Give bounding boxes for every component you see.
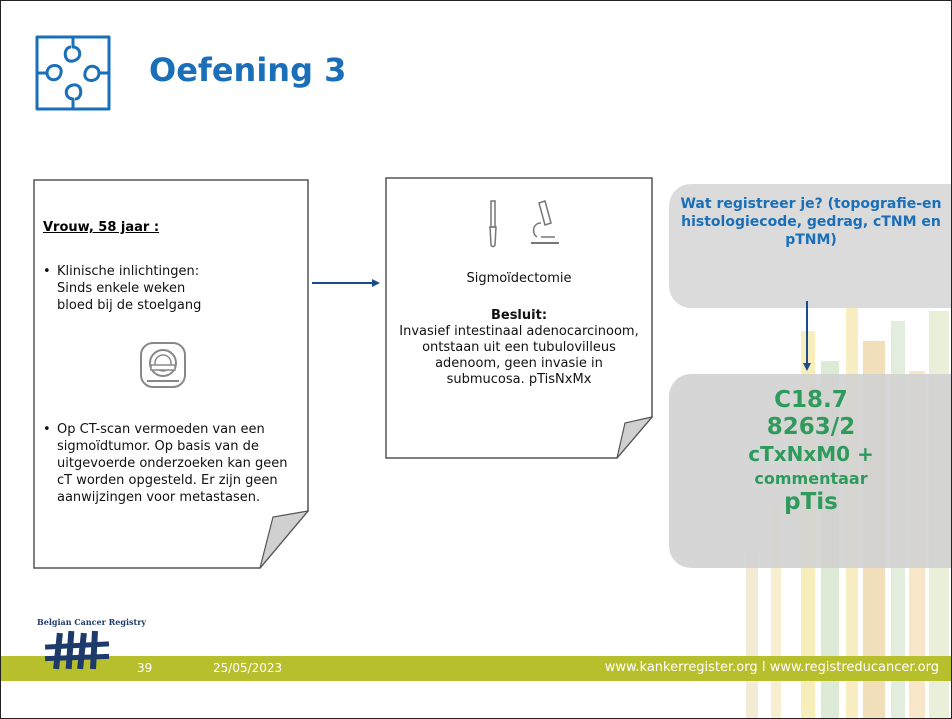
answer-text: C18.7 8263/2 cTxNxM0 + commentaar pTis — [677, 387, 945, 516]
case-title: Vrouw, 58 jaar : — [43, 220, 160, 235]
topography-code: C18.7 — [774, 387, 848, 413]
page-title: Oefening 3 — [149, 51, 347, 89]
question-box — [669, 184, 951, 308]
answer-box — [669, 374, 951, 568]
ct-scanner-icon — [140, 342, 186, 388]
pathology-card — [385, 177, 653, 459]
footer-links: www.kankerregister.org I www.registreduc… — [604, 660, 939, 675]
scalpel-icon — [489, 200, 497, 248]
clinical-info-bullet: •Klinische inlichtingen: Sinds enkele we… — [43, 264, 202, 313]
histology-code: 8263/2 — [766, 414, 856, 440]
registry-logo-icon — [44, 630, 110, 670]
slide-date: 25/05/2023 — [213, 661, 283, 675]
ct-scan-bullet: •Op CT-scan vermoeden van een sigmoïdtum… — [43, 422, 288, 505]
logo-text: Belgian Cancer Registry — [37, 617, 147, 627]
arrow-right-icon — [312, 279, 380, 287]
arrow-down-icon — [803, 301, 811, 371]
footer-band — [1, 656, 951, 681]
microscope-icon — [531, 200, 559, 244]
ptnm-value: pTis — [784, 489, 838, 515]
page-number: 39 — [137, 661, 153, 675]
comment-label: commentaar — [754, 469, 868, 488]
conclusion-text: Invasief intestinaal adenocarcinoom, ont… — [399, 324, 639, 387]
puzzle-icon — [35, 35, 111, 111]
ctnm-value: cTxNxM0 + — [748, 442, 874, 466]
procedure-name: Sigmoïdectomie — [466, 271, 572, 286]
scalpel-microscope-icons — [489, 200, 559, 248]
question-text: Wat registreer je? (topografie-en histol… — [680, 196, 942, 248]
conclusion-label: Besluit: — [490, 308, 548, 323]
